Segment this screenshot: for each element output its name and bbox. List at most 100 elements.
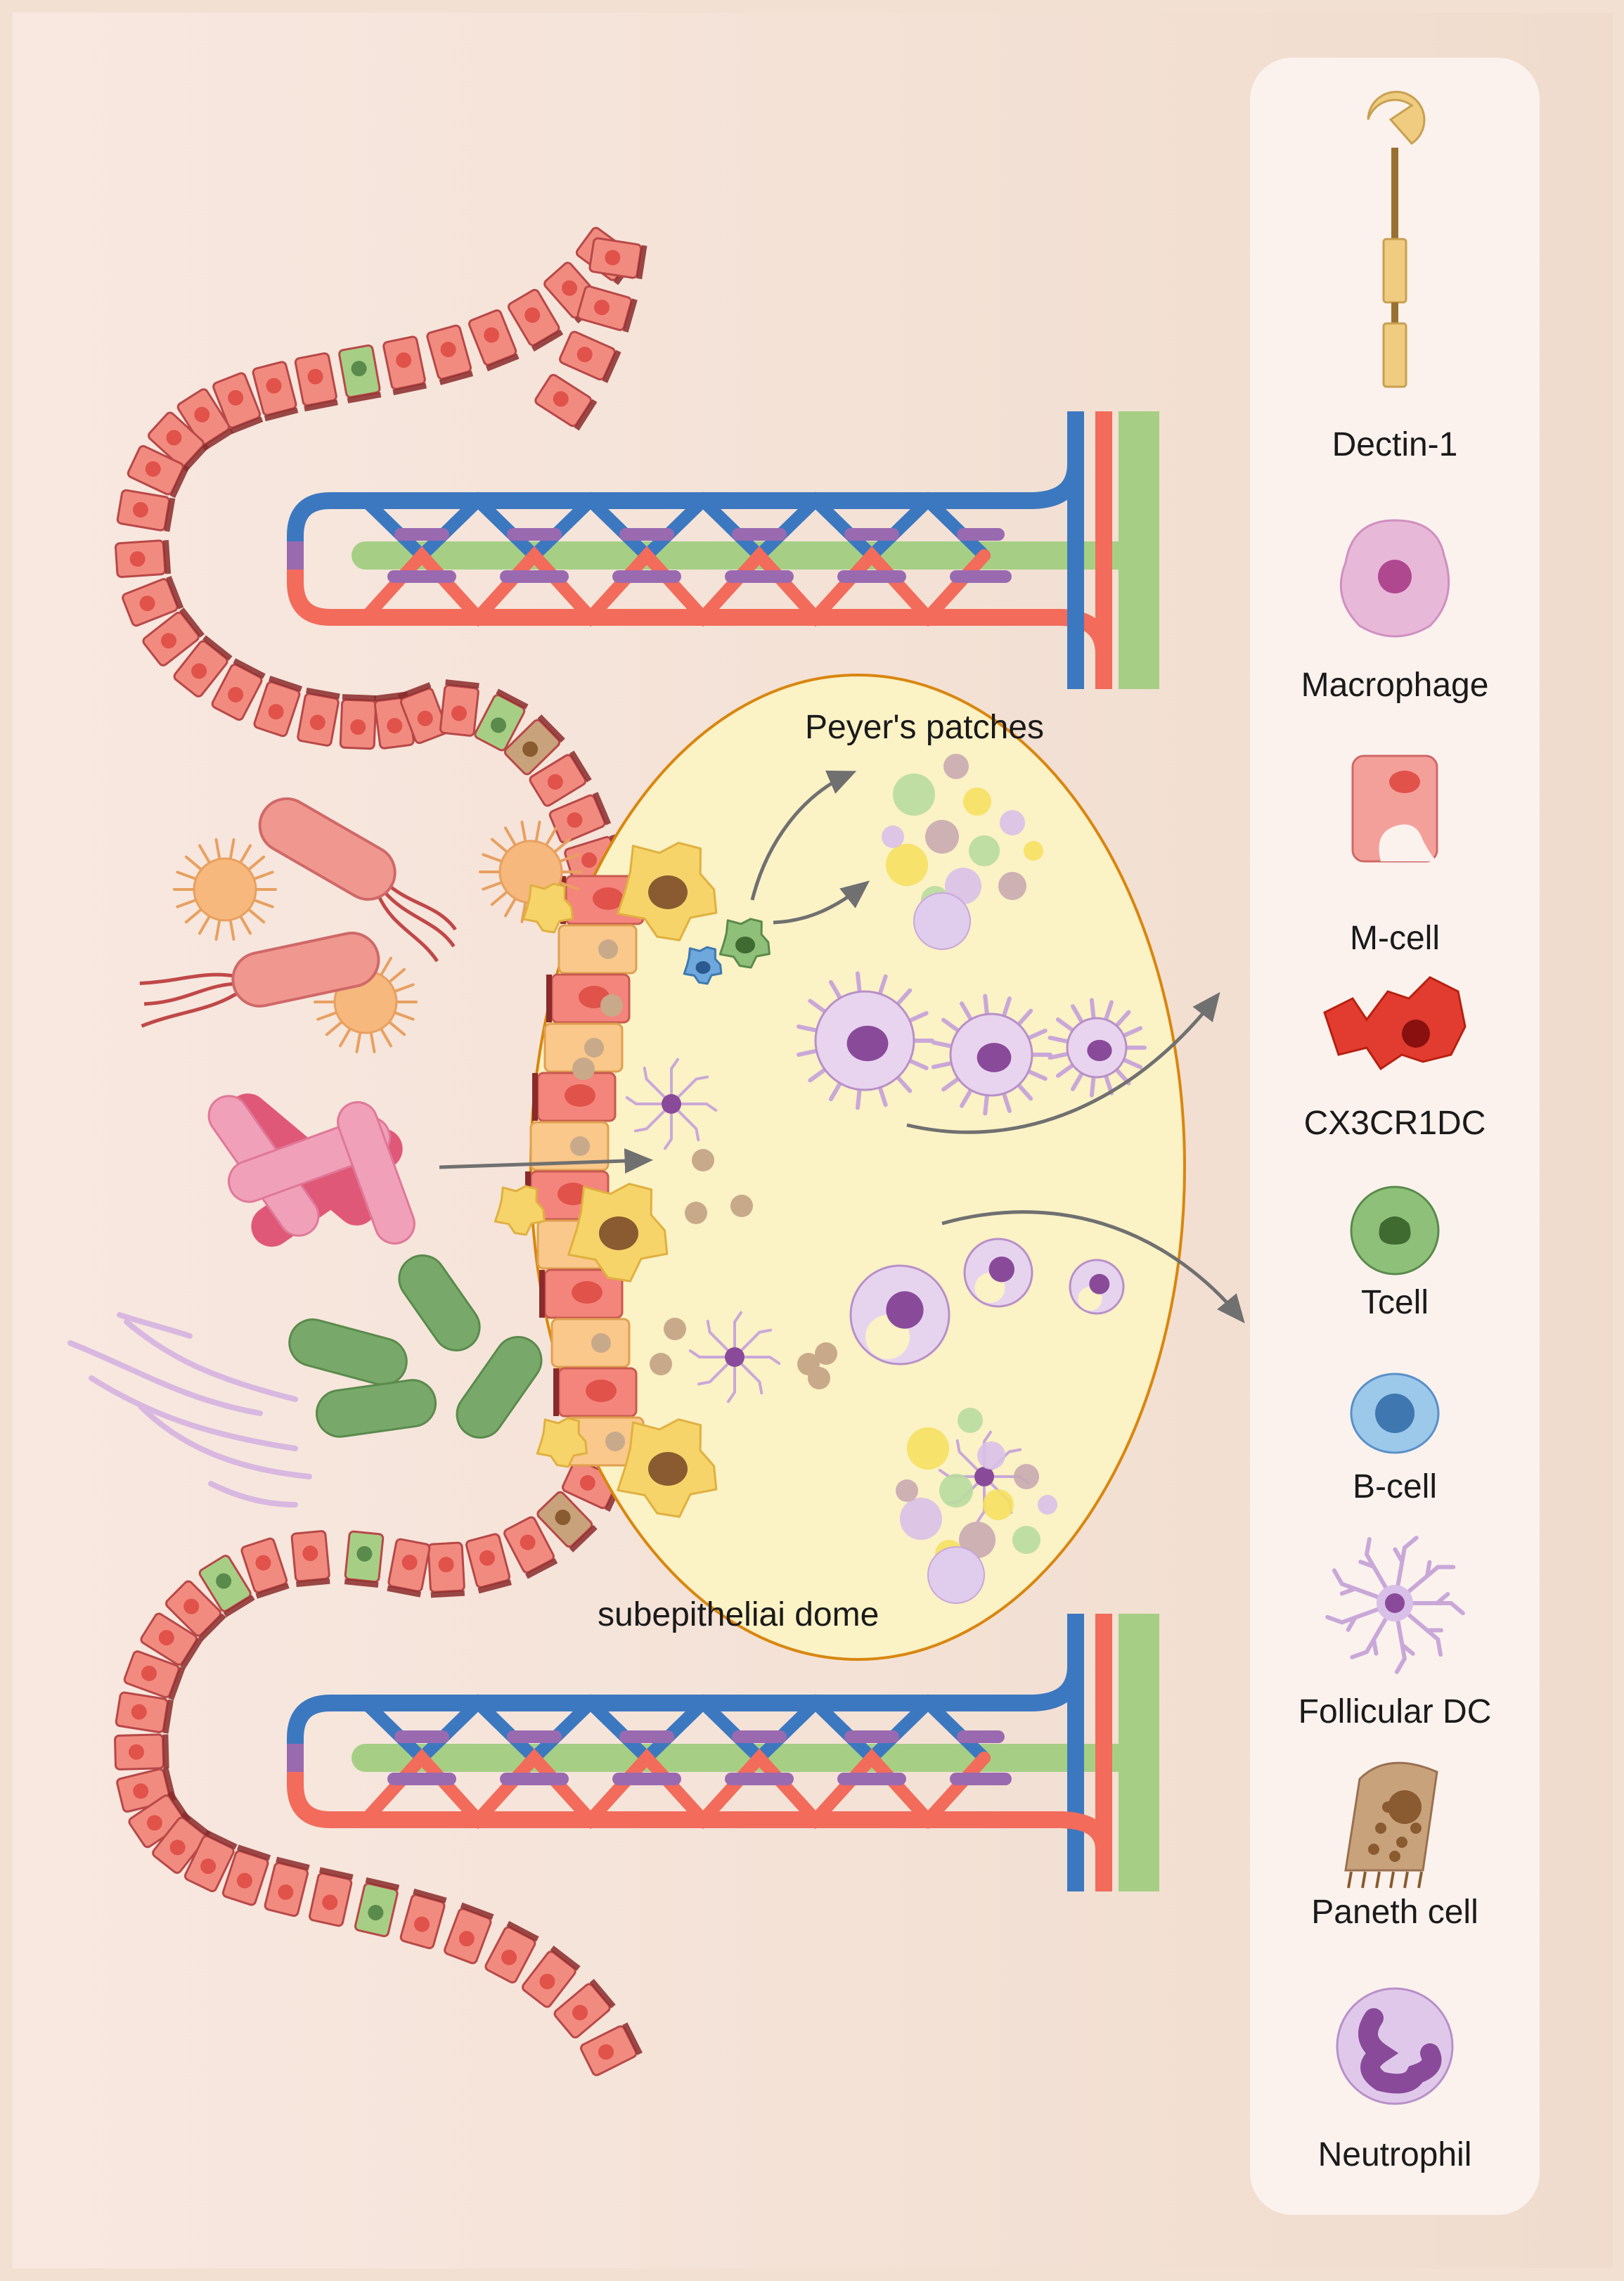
lower-villus-vessels bbox=[287, 1614, 1159, 1891]
goblet-cell bbox=[338, 344, 382, 404]
enterocyte bbox=[297, 687, 340, 747]
enterocyte bbox=[115, 1691, 174, 1734]
enterocyte bbox=[116, 489, 176, 532]
enterocyte bbox=[580, 2022, 643, 2076]
follicular-dendritic-cell bbox=[625, 1058, 718, 1150]
enterocyte bbox=[397, 682, 449, 745]
enterocyte bbox=[176, 388, 234, 451]
enterocyte bbox=[503, 1516, 558, 1579]
macrophage-icon bbox=[1339, 519, 1450, 638]
subepithelial-dome bbox=[529, 674, 1186, 1661]
yellow-phagocyte bbox=[617, 842, 718, 942]
enterocyte bbox=[140, 1612, 203, 1669]
arrow-to-peyers-patches-lower bbox=[773, 880, 870, 925]
enterocyte bbox=[290, 1530, 330, 1588]
antigen-particle bbox=[685, 1202, 707, 1224]
legend-label-paneth: Paneth cell bbox=[1311, 1894, 1478, 1931]
enterocyte bbox=[165, 1580, 226, 1642]
flagellated-bacteria bbox=[139, 797, 457, 1028]
follicle-associated-epithelium bbox=[525, 875, 645, 1467]
paneth-cell bbox=[536, 1491, 598, 1553]
follicular-dendritic-cell bbox=[688, 1311, 781, 1403]
legend-panel bbox=[1250, 58, 1540, 2215]
legend-label-tcell: Tcell bbox=[1361, 1284, 1429, 1321]
t-cell-icon bbox=[1350, 1186, 1440, 1276]
cx3cr1-dendritic-cell bbox=[797, 971, 934, 1110]
enterocyte bbox=[114, 1733, 169, 1771]
enterocyte bbox=[309, 1867, 354, 1927]
legend-label-cx3cr1dc: CX3CR1DC bbox=[1304, 1105, 1486, 1142]
yellow-phagocyte-extension bbox=[494, 1185, 546, 1236]
enterocyte bbox=[468, 309, 520, 372]
enterocyte bbox=[439, 679, 479, 737]
enterocyte bbox=[212, 372, 264, 435]
pink-rod-bacteria bbox=[207, 1093, 415, 1247]
antigen-particle bbox=[692, 1149, 714, 1171]
yellow-phagocyte-extension bbox=[536, 1417, 588, 1468]
m-cell bbox=[532, 1072, 617, 1122]
enterocyte bbox=[173, 635, 233, 698]
enterocyte bbox=[387, 1538, 431, 1598]
legend-label-bcell: B-cell bbox=[1353, 1468, 1437, 1505]
goblet-cell bbox=[354, 1877, 400, 1938]
antigen-particle bbox=[815, 1342, 837, 1365]
peyers-patches-label: Peyer's patches bbox=[805, 709, 1044, 746]
enterocyte bbox=[426, 324, 474, 385]
yellow-phagocyte bbox=[617, 1418, 718, 1518]
dectin-1-receptor-icon bbox=[1367, 91, 1426, 388]
goblet-cell bbox=[198, 1555, 255, 1618]
enterocyte bbox=[221, 1844, 271, 1906]
paneth-cell bbox=[503, 714, 565, 776]
enterocyte bbox=[507, 288, 564, 352]
antigen-particle bbox=[600, 994, 623, 1017]
paneth-cell-icon bbox=[1344, 1761, 1438, 1889]
enterocyte bbox=[484, 1920, 539, 1984]
b-cell-icon bbox=[1350, 1373, 1440, 1454]
goblet-cell bbox=[344, 1530, 385, 1588]
m-cell bbox=[553, 1367, 638, 1418]
enterocyte bbox=[588, 237, 647, 280]
m-cell bbox=[539, 1268, 624, 1319]
dome-immune-cells bbox=[494, 754, 1147, 1604]
enterocyte bbox=[427, 1541, 465, 1598]
enterocyte bbox=[529, 750, 592, 807]
arrow-to-peyers-patches-upper bbox=[750, 770, 857, 901]
enterocyte bbox=[534, 373, 598, 431]
enterocyte bbox=[122, 575, 184, 627]
cell-type-legend: Dectin-1MacrophageM-cellCX3CR1DCTcellB-c… bbox=[1298, 91, 1492, 2173]
enterocyte bbox=[294, 352, 338, 412]
enterocyte bbox=[142, 608, 205, 667]
neutrophil bbox=[963, 1238, 1033, 1308]
arrow-exit-upper bbox=[906, 991, 1220, 1134]
antigen-particle bbox=[730, 1195, 753, 1217]
enterocyte bbox=[253, 675, 302, 738]
neutrophil bbox=[1069, 1259, 1125, 1315]
subepithelial-dome-label: subepitheliai dome bbox=[598, 1596, 879, 1633]
yellow-phagocyte bbox=[567, 1183, 669, 1283]
legend-label-neutrophil: Neutrophil bbox=[1318, 2136, 1472, 2173]
legend-label-follicular_dc: Follicular DC bbox=[1298, 1693, 1492, 1730]
enterocyte bbox=[114, 539, 172, 579]
neutrophil bbox=[849, 1264, 950, 1366]
enterocyte bbox=[444, 1902, 494, 1965]
enterocyte bbox=[123, 1650, 186, 1701]
legend-label-dectin1: Dectin-1 bbox=[1332, 426, 1458, 463]
cx3cr1-dendritic-cell-icon bbox=[1323, 976, 1467, 1071]
intestinal-epithelium bbox=[114, 226, 647, 2076]
cx3cr1-dendritic-cell bbox=[1048, 998, 1147, 1098]
enterocyte bbox=[522, 1945, 581, 2008]
legend-label-macrophage: Macrophage bbox=[1301, 667, 1489, 704]
arrow-translocation bbox=[439, 1148, 653, 1174]
cx3cr1-dendritic-cell bbox=[931, 994, 1052, 1116]
enterocyte bbox=[152, 1811, 211, 1874]
b-cell bbox=[683, 946, 723, 985]
lymphocyte-cluster bbox=[896, 1408, 1057, 1604]
enterocyte bbox=[382, 335, 427, 396]
fungal-hyphae bbox=[67, 1312, 312, 1508]
yellow-epithelial-cell bbox=[529, 1121, 610, 1171]
enterocyte bbox=[240, 1537, 290, 1599]
fungus bbox=[173, 838, 277, 941]
goblet-cell bbox=[474, 688, 529, 752]
